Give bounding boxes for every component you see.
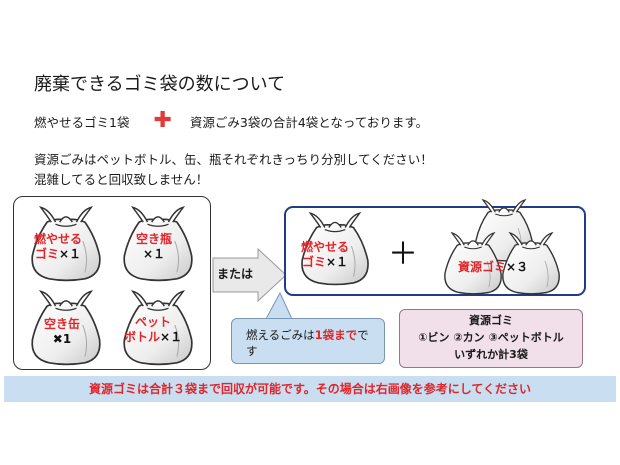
summary-resource: 資源ごみ3袋の合計4袋となっております。 [189,115,429,130]
bottom-banner: 資源ゴミは合計３袋まで回収が可能です。その場合は右画像を参考にしてください [4,376,616,402]
resource-note-box: 資源ゴミ ①ビン ②カン ③ペットボトル いずれか計3袋 [399,309,583,368]
plus-sign: ＋ [388,237,418,272]
resource-bags-label: 資源ゴミ×３ [458,260,529,274]
or-label: または [217,267,254,281]
bag-pet-label: ペット ボトル×１ [124,315,183,344]
resource-note-title: 資源ゴミ [469,314,513,327]
separate-bags-panel: 燃やせる ゴミ×１ 空き瓶 ×１ 空き缶 ✖1 ペット ボトル×１ [13,196,211,370]
resource-note-total: いずれか計3袋 [454,348,528,361]
burnable-limit-callout: 燃えるごみは1袋までです [231,318,385,364]
summary-burnable: 燃やせるゴミ1袋 [34,115,130,130]
right-bag-burnable-label: 燃やせる ゴミ×１ [301,240,350,269]
bag-bottles-label: 空き瓶 ×１ [136,232,173,261]
summary-line: 燃やせるゴミ1袋 ✚ 資源ごみ3袋の合計4袋となっております。 [34,108,429,133]
banner-text: 資源ゴミは合計３袋まで回収が可能です。その場合は右画像を参考にしてください [88,382,532,396]
right-arrow-icon [212,248,287,302]
bag-burnable-label: 燃やせる ゴミ×１ [34,232,83,261]
bag-cans-label: 空き缶 ✖1 [44,317,81,346]
instruction-line-1: 資源ごみはペットボトル、缶、瓶それぞれきっちり分別してください！ [34,152,433,167]
page-title: 廃棄できるゴミ袋の数について [34,74,286,95]
resource-note-items: ①ビン ②カン ③ペットボトル [418,331,564,344]
plus-icon: ✚ [153,108,172,133]
instruction-line-2: 混雑してると回収致しません！ [34,172,209,187]
callout-pointer [265,292,293,320]
